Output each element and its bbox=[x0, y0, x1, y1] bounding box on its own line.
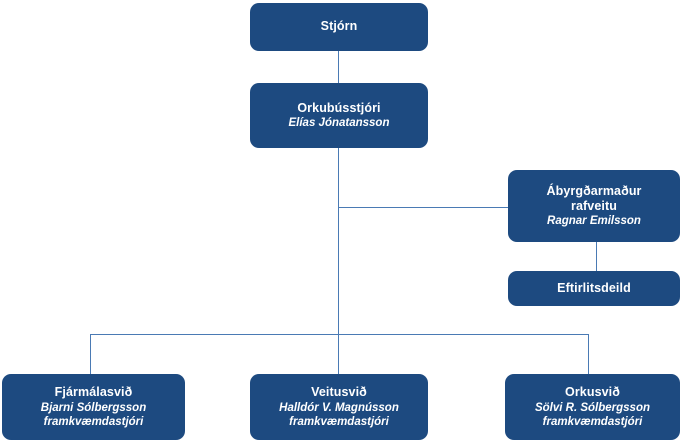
node-fjarmalasvid-title: Fjármálasvið bbox=[54, 385, 133, 400]
connector-drop-orkusvid bbox=[588, 334, 589, 374]
connector-to-abyrgdarmadur bbox=[338, 207, 509, 208]
node-orkubusstjori[interactable]: Orkubússtjóri Elías Jónatansson bbox=[250, 83, 428, 148]
connector-drop-veitusvid bbox=[338, 334, 339, 374]
node-veitusvid-person: Halldór V. Magnússon bbox=[279, 401, 399, 414]
node-orkusvid-person: Sölvi R. Sólbergsson bbox=[534, 401, 651, 414]
node-eftirlitsdeild[interactable]: Eftirlitsdeild bbox=[508, 271, 680, 306]
node-abyrgdarmadur-rafveitu[interactable]: Ábyrgðarmaður rafveitu Ragnar Emilsson bbox=[508, 170, 680, 242]
node-fjarmalasvid-role: framkvæmdastjóri bbox=[43, 415, 144, 428]
connector-stjorn-to-orkubusstjori bbox=[338, 50, 339, 83]
node-orkubusstjori-title: Orkubússtjóri bbox=[297, 100, 381, 115]
connector-orkubusstjori-trunk bbox=[338, 148, 339, 334]
node-veitusvid-title: Veitusvið bbox=[311, 385, 367, 400]
node-orkusvid-title: Orkusvið bbox=[565, 385, 620, 400]
node-orkusvid-role: framkvæmdastjóri bbox=[542, 415, 643, 428]
node-orkubusstjori-person: Elías Jónatansson bbox=[288, 117, 390, 130]
node-fjarmalasvid[interactable]: Fjármálasvið Bjarni Sólbergsson framkvæm… bbox=[2, 374, 185, 440]
node-eftirlitsdeild-title: Eftirlitsdeild bbox=[557, 280, 631, 295]
node-stjorn-title: Stjórn bbox=[320, 19, 358, 34]
node-abyrgdarmadur-title: Ábyrgðarmaður rafveitu bbox=[546, 183, 642, 213]
node-stjorn[interactable]: Stjórn bbox=[250, 3, 428, 51]
connector-bottom-distribution-bar bbox=[90, 334, 588, 335]
connector-drop-fjarmalasvid bbox=[90, 334, 91, 374]
node-veitusvid[interactable]: Veitusvið Halldór V. Magnússon framkvæmd… bbox=[250, 374, 428, 440]
node-fjarmalasvid-person: Bjarni Sólbergsson bbox=[40, 401, 147, 414]
connector-abyrgdarmadur-to-eftirlitsdeild bbox=[596, 242, 597, 272]
node-veitusvid-role: framkvæmdastjóri bbox=[289, 415, 389, 428]
node-abyrgdarmadur-person: Ragnar Emilsson bbox=[547, 215, 641, 228]
node-orkusvid[interactable]: Orkusvið Sölvi R. Sólbergsson framkvæmda… bbox=[505, 374, 680, 440]
